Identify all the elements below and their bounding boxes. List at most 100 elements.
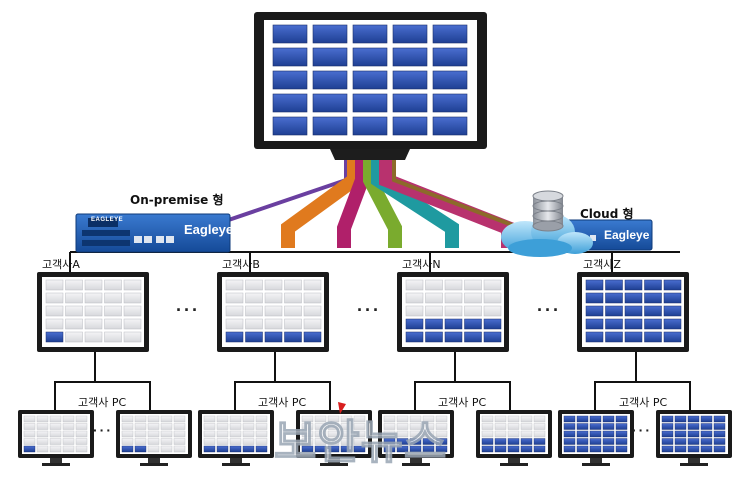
- pc-tile: [255, 430, 268, 438]
- pc-tile: [533, 415, 546, 423]
- pc-tile: [147, 430, 160, 438]
- cable: [371, 160, 459, 248]
- monitor-tile: [464, 292, 482, 304]
- pc-tile: [314, 445, 327, 453]
- monitor-tile: [104, 292, 122, 304]
- pc-tile: [661, 430, 674, 438]
- pc-tile: [203, 430, 216, 438]
- pc-tile: [327, 445, 340, 453]
- monitor-tile: [45, 279, 64, 291]
- pc-tile: [520, 415, 533, 423]
- monitor-tile: [405, 305, 424, 317]
- monitor-tile: [605, 279, 623, 291]
- pc-tile: [520, 423, 533, 430]
- pc-tile: [520, 438, 533, 445]
- pc-tile: [563, 438, 576, 445]
- pc-tile: [327, 430, 340, 438]
- screen-tile: [272, 116, 308, 136]
- pc-tile: [62, 438, 75, 445]
- pc-tile: [49, 445, 62, 453]
- screen-tile: [392, 24, 428, 44]
- cloud-brand: Eagleye: [604, 228, 650, 242]
- screen-tile: [272, 47, 308, 67]
- pc-tile: [494, 445, 507, 453]
- pc-monitor: [296, 410, 372, 466]
- monitor-tile: [644, 279, 662, 291]
- monitor-tile: [84, 331, 103, 343]
- pc-ellipsis-z: ···: [632, 422, 652, 438]
- monitor-tile: [284, 292, 302, 304]
- monitor-tile: [624, 305, 643, 317]
- pc-tile: [713, 415, 726, 423]
- screen-tile: [272, 70, 308, 90]
- customer-monitor: [217, 272, 329, 352]
- pc-tile: [23, 445, 36, 453]
- central-monitor: [254, 12, 487, 160]
- monitor-tile: [225, 305, 244, 317]
- pc-tile: [700, 415, 713, 423]
- monitor-tile: [605, 318, 623, 330]
- pc-tile: [134, 415, 147, 423]
- pc-tile: [229, 445, 242, 453]
- screen-tile: [272, 93, 308, 113]
- screen-tile: [352, 24, 388, 44]
- monitor-tile: [605, 292, 623, 304]
- monitor-tile: [425, 279, 443, 291]
- pc-tile: [147, 438, 160, 445]
- pc-tile: [255, 438, 268, 445]
- pc-tile: [576, 423, 589, 430]
- pc-tile: [49, 430, 62, 438]
- monitor-tile: [104, 305, 122, 317]
- pc-monitor: [198, 410, 274, 466]
- monitor-tile: [225, 279, 244, 291]
- pc-tile: [435, 445, 448, 453]
- cable: [363, 160, 402, 248]
- pc-tile: [589, 430, 602, 438]
- pc-tile: [396, 423, 409, 430]
- monitor-tile: [65, 292, 83, 304]
- customer-pc-label-z: 고객사 PC: [619, 396, 668, 409]
- monitor-tile: [123, 305, 142, 317]
- pc-tile: [75, 430, 88, 438]
- monitor-tile: [644, 292, 662, 304]
- customer-a-label: 고객사A: [42, 258, 80, 271]
- cable: [337, 160, 369, 248]
- monitor-tile: [464, 318, 482, 330]
- monitor-tile: [45, 331, 64, 343]
- monitor-tile: [444, 292, 463, 304]
- pc-tile: [700, 445, 713, 453]
- pc-tile: [576, 415, 589, 423]
- pc-tile: [62, 445, 75, 453]
- monitor-tile: [405, 292, 424, 304]
- monitor-tile: [663, 292, 682, 304]
- pc-tile: [242, 438, 255, 445]
- pc-tile: [507, 445, 520, 453]
- monitor-tile: [444, 305, 463, 317]
- pc-tile: [674, 430, 687, 438]
- pc-tile: [520, 430, 533, 438]
- pc-tile: [23, 415, 36, 423]
- screen-tile: [432, 116, 468, 136]
- pc-tile: [563, 430, 576, 438]
- monitor-tile: [84, 305, 103, 317]
- pc-tile: [687, 445, 700, 453]
- pc-tile: [353, 438, 366, 445]
- monitor-tile: [123, 292, 142, 304]
- pc-tile: [661, 415, 674, 423]
- monitor-tile: [405, 331, 424, 343]
- ellipsis-bn: ···: [357, 300, 381, 320]
- monitor-tile: [45, 305, 64, 317]
- pc-tile: [481, 423, 494, 430]
- monitor-tile: [405, 279, 424, 291]
- monitor-tile: [585, 305, 604, 317]
- monitor-tile: [483, 305, 502, 317]
- pc-tile: [507, 415, 520, 423]
- pc-monitor: [558, 410, 634, 466]
- pc-tile: [435, 430, 448, 438]
- pc-tile: [481, 430, 494, 438]
- pc-tile: [301, 438, 314, 445]
- pc-tile: [173, 415, 186, 423]
- pc-tile: [340, 415, 353, 423]
- pc-tile: [229, 423, 242, 430]
- pc-tile: [62, 430, 75, 438]
